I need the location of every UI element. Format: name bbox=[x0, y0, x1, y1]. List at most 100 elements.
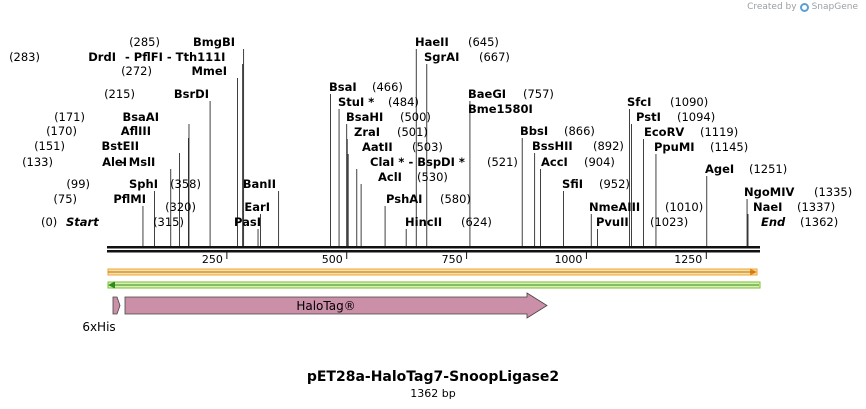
site-position-ecorv: (1119) bbox=[700, 125, 738, 139]
6xhis-feature-label: 6xHis bbox=[82, 320, 115, 334]
site-label-acli: AclI bbox=[378, 170, 402, 184]
site-label-ppumi: PpuMI bbox=[654, 140, 695, 154]
site-position-sfii: (952) bbox=[599, 177, 630, 191]
site-label-bme1580i: Bme1580I bbox=[468, 102, 533, 116]
map-length: 1362 bp bbox=[410, 387, 456, 400]
site-label-aatii: AatII bbox=[362, 140, 393, 154]
site-connectors bbox=[142, 49, 749, 246]
site-label-alei: AleI bbox=[102, 155, 127, 169]
site-label-drdi: DrdI bbox=[88, 50, 116, 64]
top-strand-bar bbox=[107, 268, 758, 276]
site-labels: Start (0) PflMI (75) SphI (99) AleI (133) - MslI… bbox=[9, 35, 852, 229]
snapgene-credit: Created by SnapGene bbox=[747, 2, 858, 12]
site-label-sphi: SphI bbox=[129, 177, 158, 191]
site-position-haeii: (645) bbox=[468, 35, 499, 49]
site-label-bsshii: BssHII bbox=[532, 139, 573, 153]
site-position-psti: (1094) bbox=[677, 110, 715, 124]
site-label-baegi: BaeGI bbox=[468, 87, 506, 101]
site-position-pflmi: (75) bbox=[53, 192, 77, 206]
ruler: 250 500 750 1000 1250 bbox=[202, 252, 707, 266]
site-label-naei: NaeI bbox=[753, 200, 782, 214]
backbone-bottom-line bbox=[107, 250, 760, 253]
site-label-bsahi: BsaHI bbox=[346, 110, 383, 124]
site-position-aatii: (503) bbox=[412, 140, 443, 154]
site-label-sfii: SfiI bbox=[562, 177, 583, 191]
site-position-banii: (358) bbox=[170, 177, 201, 191]
site-label-msli: - MslI bbox=[120, 155, 155, 169]
site-label-hincii: HincII bbox=[405, 215, 442, 229]
site-label-nmeaiii: NmeAIII bbox=[589, 200, 640, 214]
site-label-bsrdi: BsrDI bbox=[174, 87, 209, 101]
site-position-eari: (320) bbox=[165, 200, 196, 214]
site-label-clai-bspdi: ClaI * - BspDI * bbox=[370, 155, 465, 169]
site-position-baegi: (757) bbox=[523, 87, 554, 101]
site-position-zrai: (501) bbox=[397, 125, 428, 139]
ruler-tick-label: 1000 bbox=[554, 253, 582, 266]
site-position-ngomiv: (1335) bbox=[814, 185, 852, 199]
site-label-afliii: AflIII bbox=[121, 124, 151, 138]
site-position-stui: (484) bbox=[388, 95, 419, 109]
site-label-start: Start bbox=[66, 215, 99, 229]
site-position-bsrdi: (215) bbox=[104, 87, 135, 101]
site-position-ppumi: (1145) bbox=[710, 140, 748, 154]
site-position-bsteii: (151) bbox=[34, 139, 65, 153]
halotag-feature-arrow[interactable] bbox=[124, 292, 548, 319]
site-label-pflmi: PflMI bbox=[113, 192, 146, 206]
site-label-bsteii: BstEII bbox=[101, 139, 139, 153]
site-label-zrai: ZraI bbox=[354, 125, 380, 139]
site-label-acci: AccI bbox=[541, 155, 568, 169]
site-position-acli: (530) bbox=[417, 170, 448, 184]
site-position-pasi: (315) bbox=[153, 215, 184, 229]
site-label-mmei: MmeI bbox=[191, 64, 227, 78]
ruler-tick-label: 500 bbox=[322, 253, 343, 266]
ruler-tick-label: 250 bbox=[202, 253, 223, 266]
site-position-mmei: (272) bbox=[121, 64, 152, 78]
site-position-sphi: (99) bbox=[66, 177, 90, 191]
site-position-nmeaiii: (1010) bbox=[665, 200, 703, 214]
site-position-bmgbi: (285) bbox=[129, 35, 160, 49]
site-position-acci: (904) bbox=[584, 155, 615, 169]
site-label-eari: EarI bbox=[244, 200, 270, 214]
6xhis-feature-arrow[interactable] bbox=[112, 296, 121, 315]
site-position-bsshii: (892) bbox=[593, 139, 624, 153]
site-label-sgrai: SgrAI bbox=[424, 50, 459, 64]
ruler-tick-label: 1250 bbox=[674, 253, 702, 266]
ruler-tick-label: 750 bbox=[442, 253, 463, 266]
site-position-sfci: (1090) bbox=[670, 95, 708, 109]
site-position-bsaai: (171) bbox=[54, 110, 85, 124]
site-position-hincii: (624) bbox=[461, 215, 492, 229]
site-position-bbsi: (866) bbox=[564, 124, 595, 138]
snapgene-logo-icon bbox=[799, 2, 809, 12]
site-label-bbsi: BbsI bbox=[520, 124, 548, 138]
halotag-feature-label: HaloTag® bbox=[296, 299, 355, 313]
site-label-bsai: BsaI bbox=[329, 80, 357, 94]
site-label-end: End bbox=[761, 215, 786, 229]
site-position-agei: (1251) bbox=[749, 162, 787, 176]
site-position-bsai: (466) bbox=[372, 80, 403, 94]
backbone-top-line bbox=[107, 246, 760, 249]
site-label-banii: BanII bbox=[243, 177, 276, 191]
site-position-bsahi: (500) bbox=[400, 110, 431, 124]
site-label-bmgbi: BmgBI bbox=[193, 35, 235, 49]
site-position-clai-bspdi: (521) bbox=[487, 155, 518, 169]
site-label-stui: StuI * bbox=[338, 95, 374, 109]
site-position-pshai: (580) bbox=[440, 192, 471, 206]
site-label-ngomiv: NgoMIV bbox=[744, 185, 794, 199]
site-position-naei: (1337) bbox=[797, 200, 835, 214]
site-position-afliii: (170) bbox=[46, 124, 77, 138]
site-label-ecorv: EcoRV bbox=[644, 125, 684, 139]
site-position-drdi: (283) bbox=[9, 50, 40, 64]
snapgene-name: SnapGene bbox=[811, 2, 858, 12]
site-position-alei: (133) bbox=[22, 155, 53, 169]
site-label-pshai: PshAI bbox=[386, 192, 422, 206]
created-by-label: Created by bbox=[747, 2, 797, 12]
site-label-agei: AgeI bbox=[705, 162, 734, 176]
bottom-strand-bar bbox=[107, 281, 761, 289]
site-label-bsaai: BsaAI bbox=[122, 110, 159, 124]
site-label-pflfi-tth111i: - PflFI - Tth111I bbox=[125, 50, 225, 64]
site-position-pvuii: (1023) bbox=[650, 215, 688, 229]
site-position-sgrai: (667) bbox=[479, 50, 510, 64]
site-label-psti: PstI bbox=[636, 110, 661, 124]
site-position-start: (0) bbox=[41, 215, 57, 229]
